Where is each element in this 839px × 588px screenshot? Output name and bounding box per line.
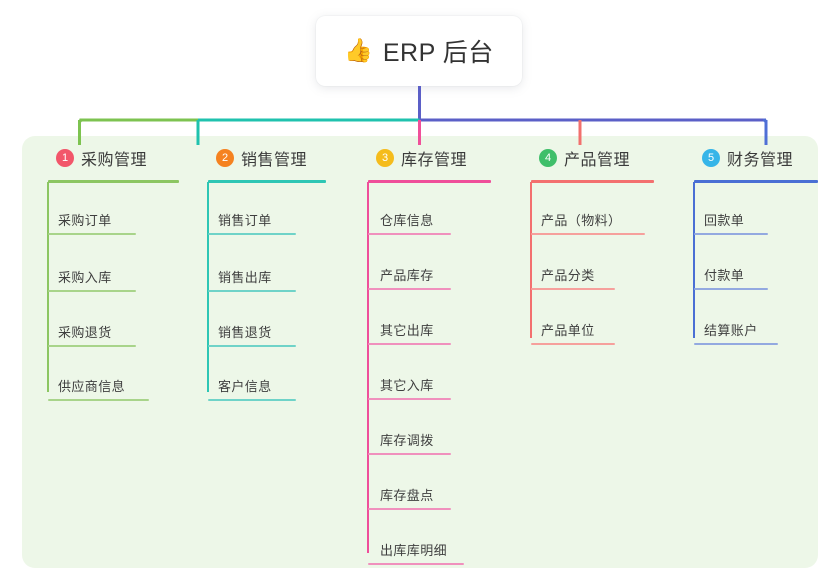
leaf-rule xyxy=(48,290,136,292)
branch-title-5: 财务管理 xyxy=(727,152,794,169)
leaf-rule xyxy=(208,399,296,401)
leaf-rule xyxy=(368,453,451,455)
leaf-item[interactable]: 出库库明细 xyxy=(380,543,448,558)
branch-header-rule-2 xyxy=(208,180,326,183)
branch-column-2: 2 销售管理 销售订单 销售出库 销售退货 客户信息 xyxy=(194,146,326,401)
leaf-rule xyxy=(208,290,296,292)
leaf-item[interactable]: 结算账户 xyxy=(704,323,758,338)
leaf-item[interactable]: 其它出库 xyxy=(380,323,434,338)
leaf-rule xyxy=(531,343,615,345)
leaf-item[interactable]: 仓库信息 xyxy=(380,213,434,228)
leaf-rule xyxy=(208,345,296,347)
leaf-rule xyxy=(694,343,778,345)
leaf-item[interactable]: 销售订单 xyxy=(218,213,272,228)
leaf-item[interactable]: 库存调拨 xyxy=(380,433,434,448)
leaf-item[interactable]: 采购退货 xyxy=(58,325,112,340)
branch-header-4[interactable]: 4 产品管理 xyxy=(517,146,630,170)
leaf-rule xyxy=(368,288,451,290)
leaf-rule xyxy=(368,343,451,345)
branch-badge-1: 1 xyxy=(56,149,74,167)
branch-badge-3: 3 xyxy=(376,149,394,167)
leaf-rule xyxy=(48,345,136,347)
root-node-title: ERP 后台 xyxy=(382,39,494,67)
leaf-rule xyxy=(48,399,149,401)
leaf-rule xyxy=(531,288,615,290)
branch-title-1: 采购管理 xyxy=(81,152,148,169)
leaf-item[interactable]: 产品（物料） xyxy=(541,213,622,228)
leaf-rule xyxy=(368,508,451,510)
leaf-item[interactable]: 销售出库 xyxy=(218,270,272,285)
branch-title-4: 产品管理 xyxy=(564,152,631,169)
leaf-item[interactable]: 采购入库 xyxy=(58,270,112,285)
leaf-item[interactable]: 客户信息 xyxy=(218,379,272,394)
branch-column-4: 4 产品管理 产品（物料） 产品分类 产品单位 xyxy=(517,146,654,345)
leaf-item[interactable]: 产品单位 xyxy=(541,323,595,338)
branch-badge-2: 2 xyxy=(216,149,234,167)
branches-panel xyxy=(22,136,818,568)
branch-header-rule-5 xyxy=(694,180,818,183)
leaf-item[interactable]: 库存盘点 xyxy=(380,488,434,503)
leaf-item[interactable]: 采购订单 xyxy=(58,213,112,228)
leaf-item[interactable]: 销售退货 xyxy=(218,325,272,340)
leaf-rule xyxy=(48,233,136,235)
branch-column-3: 3 库存管理 仓库信息 产品库存 其它出库 其它入库 库存调拨 库存盘点 出库库… xyxy=(354,146,491,565)
branch-badge-5: 5 xyxy=(702,149,720,167)
branch-header-rule-4 xyxy=(531,180,654,183)
leaf-item[interactable]: 付款单 xyxy=(704,268,745,283)
leaf-rule xyxy=(694,288,768,290)
leaf-item[interactable]: 其它入库 xyxy=(380,378,434,393)
leaf-item[interactable]: 产品分类 xyxy=(541,268,595,283)
branch-badge-4: 4 xyxy=(539,149,557,167)
branch-title-3: 库存管理 xyxy=(401,152,468,169)
leaf-rule xyxy=(368,233,451,235)
leaf-item[interactable]: 回款单 xyxy=(704,213,745,228)
branch-header-1[interactable]: 1 采购管理 xyxy=(34,146,147,170)
branch-title-2: 销售管理 xyxy=(241,152,308,169)
leaf-rule xyxy=(694,233,768,235)
branch-header-5[interactable]: 5 财务管理 xyxy=(680,146,793,170)
branch-header-3[interactable]: 3 库存管理 xyxy=(354,146,467,170)
leaf-rule xyxy=(368,398,451,400)
leaf-item[interactable]: 供应商信息 xyxy=(58,379,126,394)
branch-column-1: 1 采购管理 采购订单 采购入库 采购退货 供应商信息 xyxy=(34,146,179,401)
branch-header-rule-3 xyxy=(368,180,491,183)
leaf-rule xyxy=(208,233,296,235)
leaf-rule xyxy=(531,233,645,235)
root-node-card[interactable]: 👍 ERP 后台 xyxy=(316,16,522,86)
leaf-item[interactable]: 产品库存 xyxy=(380,268,434,283)
thumbs-up-icon: 👍 xyxy=(344,36,373,63)
branch-column-5: 5 财务管理 回款单 付款单 结算账户 xyxy=(680,146,818,345)
branch-header-rule-1 xyxy=(48,180,179,183)
branch-header-2[interactable]: 2 销售管理 xyxy=(194,146,307,170)
leaf-rule xyxy=(368,563,464,565)
